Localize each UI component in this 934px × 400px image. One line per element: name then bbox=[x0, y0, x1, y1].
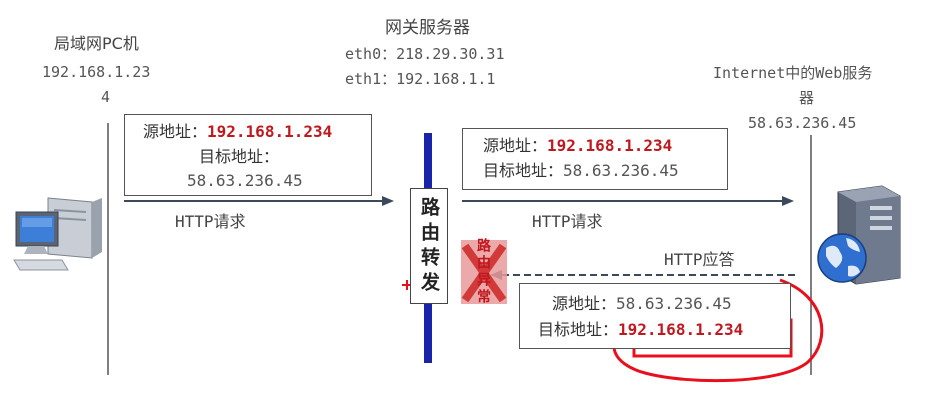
packet-box-lan: 源地址：192.168.1.234 目标地址： 58.63.236.45 bbox=[124, 114, 372, 196]
router-label: 路由转发 bbox=[418, 197, 440, 297]
web-server-title-line1: Internet中的Web服务 bbox=[713, 64, 873, 82]
routing-error-label: 路由异常 bbox=[475, 238, 491, 306]
router-label-box: 路由转发 bbox=[410, 188, 448, 304]
packet-box-response: 源地址：58.63.236.45 目标地址：192.168.1.234 bbox=[519, 283, 791, 349]
packet-box-wan: 源地址：192.168.1.234 目标地址：58.63.236.45 bbox=[462, 128, 728, 190]
packet-wan-src-label: 源地址： bbox=[483, 136, 548, 155]
packet-resp-dst-value: 192.168.1.234 bbox=[618, 320, 744, 339]
packet-resp-src-label: 源地址： bbox=[552, 294, 617, 313]
request-arrow-1-head bbox=[382, 196, 394, 206]
lan-pc-ip-line1: 192.168.1.23 bbox=[42, 63, 151, 81]
error-x-stroke-2 bbox=[461, 243, 507, 303]
packet-lan-src-value: 192.168.1.234 bbox=[207, 122, 333, 141]
web-server-globe-icon bbox=[817, 185, 901, 285]
http-response-label: HTTP应答 bbox=[664, 250, 735, 269]
lan-pc-ip-line2: 4 bbox=[101, 88, 111, 106]
packet-wan-dst-value: 58.63.236.45 bbox=[563, 161, 679, 180]
packet-resp-dst-label: 目标地址： bbox=[538, 320, 619, 339]
gateway-eth1: eth1：192.168.1.1 bbox=[345, 70, 496, 88]
packet-wan-dst-label: 目标地址： bbox=[483, 161, 564, 180]
request-arrow-2-head bbox=[782, 196, 794, 206]
web-server-title-line2: 器 bbox=[799, 89, 815, 107]
gateway-eth0: eth0：218.29.30.31 bbox=[345, 45, 505, 63]
lan-pc-title: 局域网PC机 bbox=[54, 34, 139, 53]
packet-lan-dst-value: 58.63.236.45 bbox=[187, 171, 303, 190]
http-request-label-2: HTTP请求 bbox=[532, 212, 603, 231]
pc-computer-icon bbox=[13, 197, 102, 271]
gateway-title: 网关服务器 bbox=[385, 18, 470, 38]
packet-wan-src-value: 192.168.1.234 bbox=[547, 136, 673, 155]
web-server-ip: 58.63.236.45 bbox=[748, 114, 857, 132]
http-request-label-1: HTTP请求 bbox=[175, 212, 246, 231]
packet-lan-src-label: 源地址： bbox=[143, 122, 208, 141]
packet-resp-src-value: 58.63.236.45 bbox=[616, 294, 732, 313]
packet-lan-dst-label: 目标地址： bbox=[199, 147, 280, 166]
